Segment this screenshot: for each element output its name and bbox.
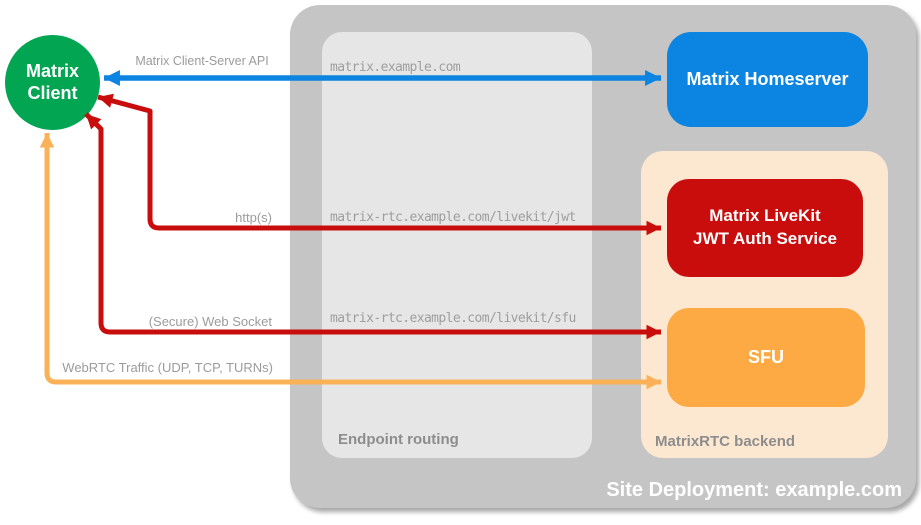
endpoint-routing-label: Endpoint routing: [338, 431, 459, 448]
site-deployment-container: matrix.example.com matrix-rtc.example.co…: [290, 5, 916, 508]
matrixrtc-backend-label: MatrixRTC backend: [655, 433, 796, 450]
endpoint-url-homeserver: matrix.example.com: [330, 60, 461, 75]
client-server-api-label: Matrix Client-Server API: [135, 54, 269, 68]
sfu-label: SFU: [748, 347, 784, 367]
matrix-client-node: Matrix Client: [5, 35, 100, 130]
matrix-client-label-line2: Client: [27, 82, 78, 103]
webrtc-traffic-label: WebRTC Traffic (UDP, TCP, TURNs): [62, 360, 273, 375]
endpoint-url-livekit-jwt: matrix-rtc.example.com/livekit/jwt: [330, 210, 576, 225]
https-label: http(s): [235, 210, 272, 225]
jwt-auth-service-label-line2: JWT Auth Service: [693, 229, 837, 248]
site-deployment-label: Site Deployment: example.com: [606, 479, 902, 501]
matrixrtc-backend-box: Matrix LiveKit JWT Auth Service SFU Matr…: [641, 151, 888, 458]
matrix-homeserver-node: Matrix Homeserver: [667, 32, 868, 127]
matrix-homeserver-label: Matrix Homeserver: [686, 69, 849, 89]
secure-websocket-label: (Secure) Web Socket: [148, 314, 272, 329]
matrix-client-label-line1: Matrix: [25, 60, 79, 81]
sfu-node: SFU: [667, 308, 865, 407]
jwt-auth-service-node: Matrix LiveKit JWT Auth Service: [667, 179, 863, 277]
jwt-auth-service-label-line1: Matrix LiveKit: [709, 206, 821, 226]
endpoint-url-livekit-sfu: matrix-rtc.example.com/livekit/sfu: [330, 311, 576, 326]
endpoint-routing-box: matrix.example.com matrix-rtc.example.co…: [322, 32, 592, 458]
